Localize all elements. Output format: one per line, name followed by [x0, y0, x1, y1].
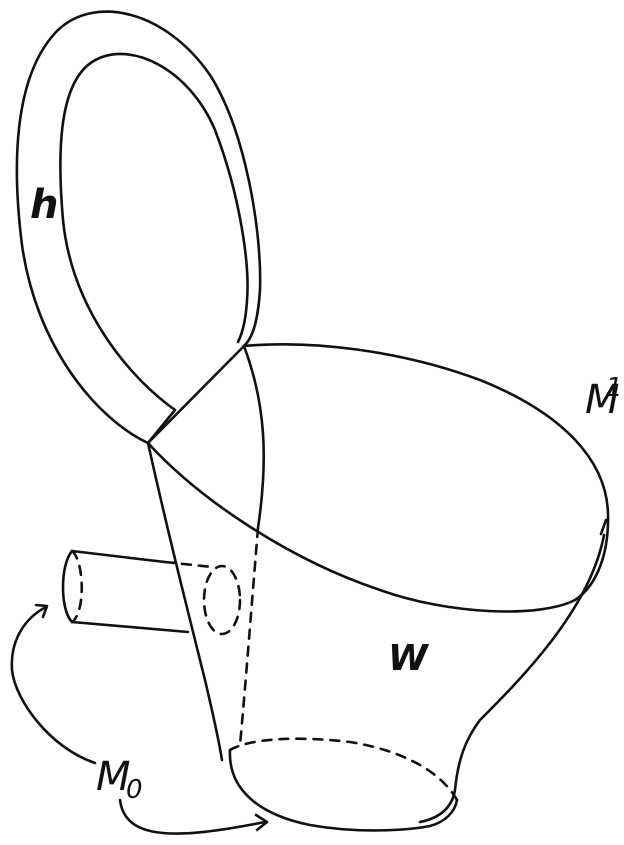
- crease-line: [244, 346, 264, 528]
- w-left-wall: [148, 443, 222, 760]
- m1-label-subscript: 1: [606, 373, 623, 403]
- top-boundary-m1: [148, 344, 608, 611]
- crease-line-dashed: [240, 528, 258, 745]
- m1-label: M 1: [585, 373, 623, 423]
- arrow-to-tube: [12, 607, 95, 763]
- tube-end-front: [63, 551, 72, 622]
- tube-end-back: [72, 551, 82, 622]
- handle-attaching-edge: [148, 346, 244, 443]
- cobordism-body-w: [148, 443, 604, 822]
- tube-bottom-edge: [72, 622, 188, 632]
- handle-side-edge: [148, 410, 175, 443]
- m1-back-arc: [244, 344, 608, 520]
- tube-junction-ellipse: [204, 566, 240, 634]
- m1-front-arc: [148, 443, 608, 611]
- tube-top-edge: [72, 551, 165, 562]
- bottom-boundary-m0: [230, 739, 457, 831]
- m1-right-tip: [601, 520, 606, 534]
- handle-label: h: [30, 182, 58, 228]
- cobordism-label: W: [388, 638, 430, 679]
- m0-back-arc: [230, 739, 457, 800]
- w-right-wall: [420, 535, 604, 822]
- arrow-to-bottom: [120, 800, 265, 834]
- tube-top-edge-hidden: [165, 562, 212, 567]
- handle-inner-edge: [60, 54, 247, 410]
- m0-label-subscript: 0: [126, 775, 143, 805]
- side-tube: [63, 551, 240, 634]
- m0-label: M 0: [96, 754, 143, 805]
- m0-front-arc: [230, 750, 457, 830]
